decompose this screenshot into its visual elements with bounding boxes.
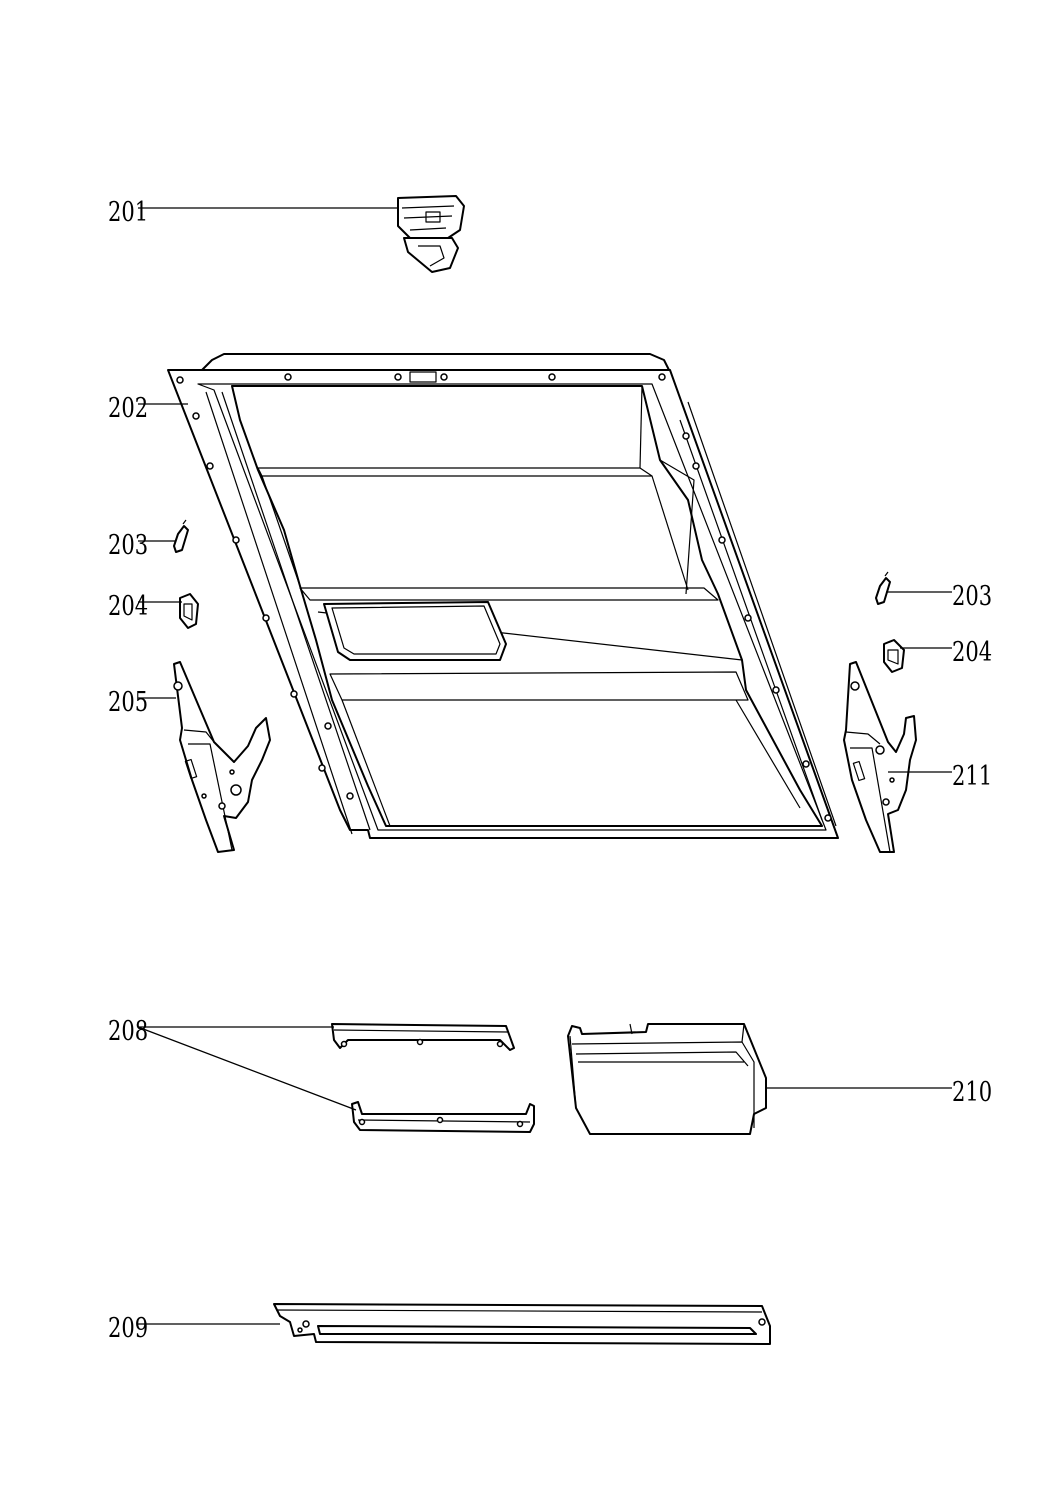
callout-211: 211 xyxy=(952,760,992,791)
part-211-hinge-right xyxy=(843,661,917,853)
callout-204-right: 204 xyxy=(952,636,992,667)
part-204-clip-left xyxy=(179,593,199,629)
callout-205: 205 xyxy=(108,686,148,717)
callout-209: 209 xyxy=(108,1312,148,1343)
callout-208: 208 xyxy=(108,1015,148,1046)
part-209-bottom-rail xyxy=(273,1303,771,1345)
part-203-hook-right xyxy=(875,571,891,605)
leader-line-208-lower xyxy=(137,1026,357,1111)
callout-203-right: 203 xyxy=(952,580,992,611)
part-208-rail-upper xyxy=(331,1023,515,1051)
part-210-box xyxy=(567,1023,767,1135)
part-204-clip-right xyxy=(883,639,905,673)
callout-203-left: 203 xyxy=(108,529,148,560)
callout-204-left: 204 xyxy=(108,590,148,621)
part-208-rail-lower xyxy=(351,1101,535,1133)
part-203-hook-left xyxy=(173,519,189,553)
part-201-door-lock xyxy=(397,195,465,273)
callout-202: 202 xyxy=(108,392,148,423)
callout-210: 210 xyxy=(952,1076,992,1107)
part-205-hinge-left xyxy=(173,661,271,853)
callout-201: 201 xyxy=(108,196,148,227)
part-202-inner-door xyxy=(167,353,839,839)
